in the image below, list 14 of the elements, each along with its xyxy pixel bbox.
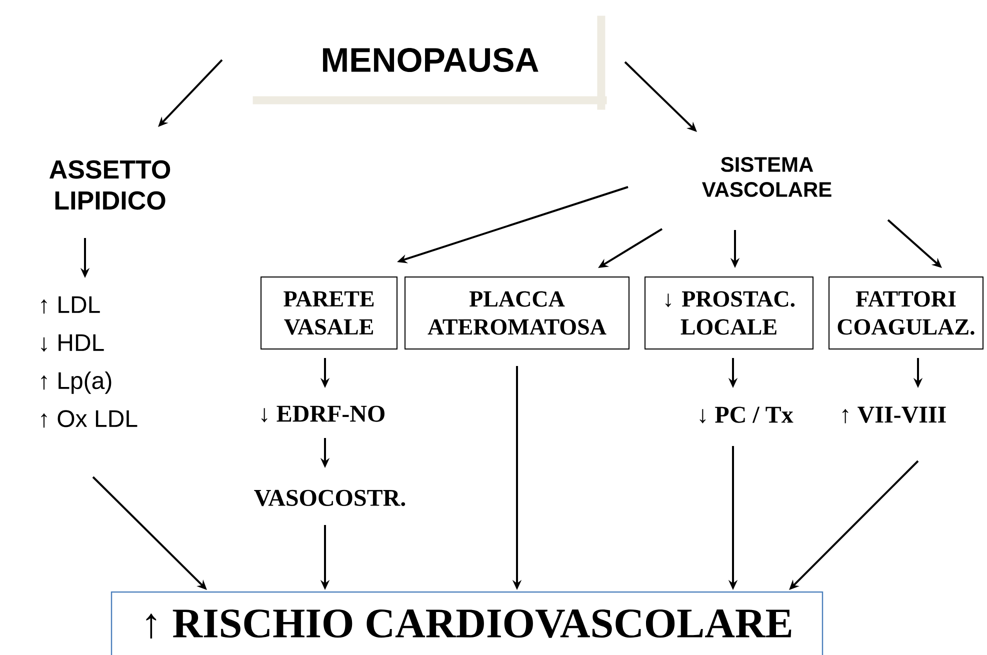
effect-text: VASOCOSTR. (254, 490, 406, 506)
process-box: PLACCA ATEROMATOSA (404, 276, 630, 350)
effect-text: ↑ VII-VIII (842, 406, 946, 424)
outcome-box: ↑ RISCHIO CARDIOVASCOLARE (110, 591, 824, 655)
effect-text: ↓ EDRF-NO (262, 406, 384, 422)
process-box: FATTORI COAGULAZ. (828, 276, 984, 350)
heading-text: ASSETTO LIPIDICO (50, 160, 170, 210)
heading-text: SISTEMA VASCOLARE (702, 157, 832, 197)
process-box: PARETE VASALE (260, 276, 398, 350)
process-box: ↓ PROSTAC. LOCALE (644, 276, 814, 350)
effect-text: ↓ PC / Tx (700, 406, 794, 424)
effect-list: ↑ LDL ↓ HDL ↑ Lp(a) ↑ Ox LDL (41, 296, 138, 428)
title-box: MENOPAUSA (252, 16, 607, 110)
node-label: MENOPAUSA (323, 48, 538, 72)
